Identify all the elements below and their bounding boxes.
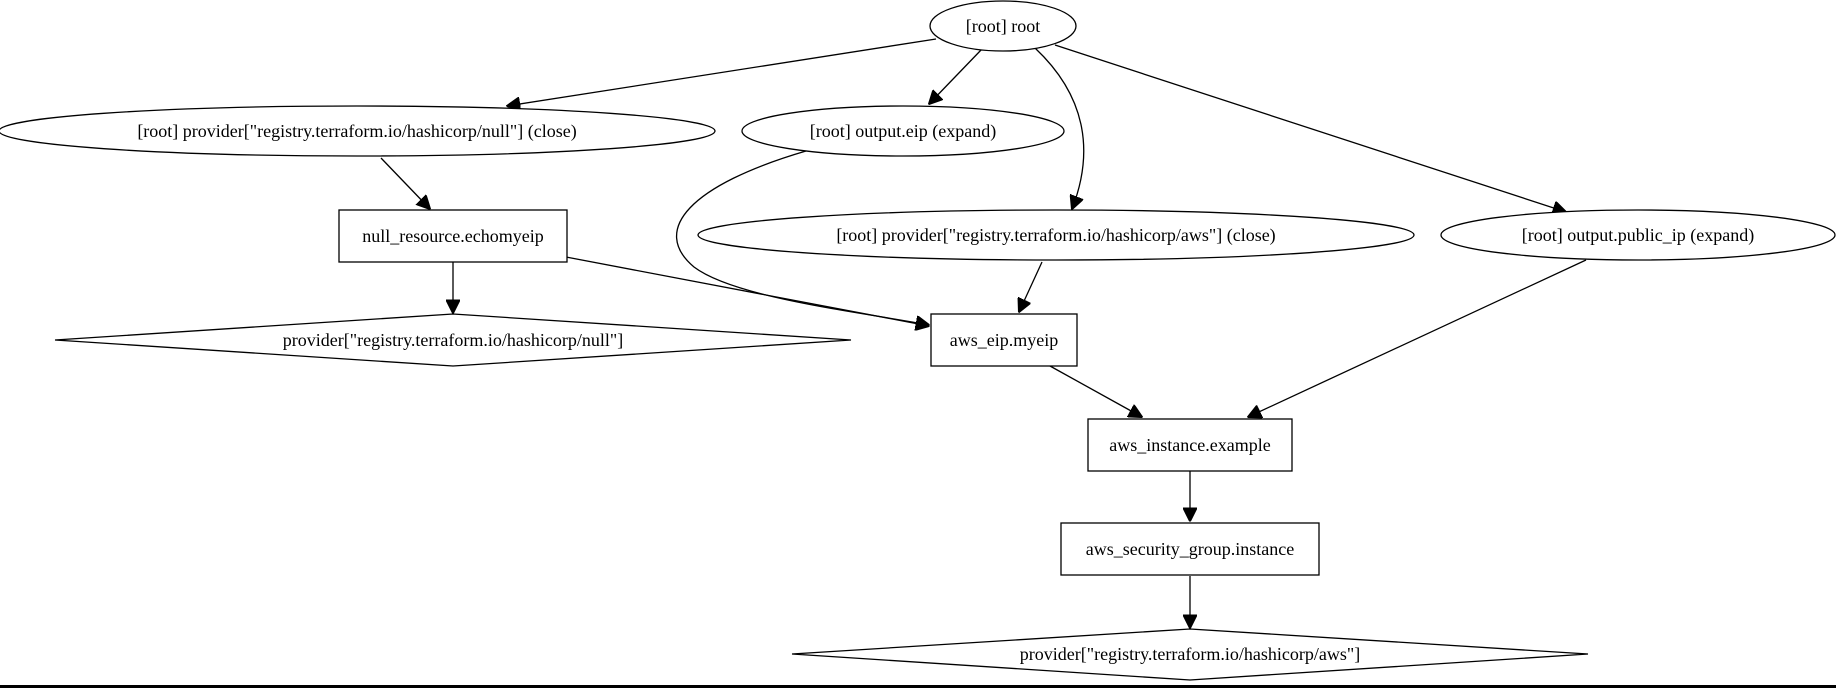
node-output-public-ip[interactable]: [root] output.public_ip (expand)	[1440, 209, 1836, 261]
node-null-resource[interactable]: null_resource.echomyeip	[338, 209, 568, 263]
node-provider-aws-close-shape	[697, 209, 1415, 261]
edge-provider-aws-close-to-aws-eip	[1019, 261, 1043, 312]
node-null-resource-label: null_resource.echomyeip	[362, 226, 543, 246]
node-aws-instance-label: aws_instance.example	[1109, 435, 1270, 455]
node-aws-eip[interactable]: aws_eip.myeip	[930, 313, 1078, 367]
edge-output-public-ip-to-aws-instance	[1248, 259, 1587, 417]
node-output-eip[interactable]: [root] output.eip (expand)	[741, 105, 1065, 157]
node-aws-instance[interactable]: aws_instance.example	[1087, 418, 1293, 472]
node-aws-instance-shape	[1087, 418, 1293, 472]
edge-aws-eip-to-aws-instance	[1049, 365, 1142, 417]
edge-null-resource-to-aws-eip	[565, 256, 929, 326]
node-provider-aws-label: provider["registry.terraform.io/hashicor…	[1020, 644, 1360, 664]
node-provider-null-close[interactable]: [root] provider["registry.terraform.io/h…	[0, 105, 716, 157]
edge-root-to-provider-aws-close	[1034, 47, 1085, 209]
node-aws-eip-shape	[930, 313, 1078, 367]
node-provider-aws-close[interactable]: [root] provider["registry.terraform.io/h…	[697, 209, 1415, 261]
edges	[380, 38, 1587, 628]
node-root-label: [root] root	[966, 16, 1040, 36]
node-aws-security-group-label: aws_security_group.instance	[1086, 539, 1294, 559]
edge-root-to-output-eip	[929, 48, 983, 104]
node-provider-null-close-label: [root] provider["registry.terraform.io/h…	[137, 121, 576, 142]
node-provider-aws-shape	[791, 628, 1589, 681]
node-aws-security-group[interactable]: aws_security_group.instance	[1060, 522, 1320, 576]
node-provider-aws[interactable]: provider["registry.terraform.io/hashicor…	[791, 628, 1589, 681]
node-provider-null-close-shape	[0, 105, 716, 157]
node-root-shape	[929, 0, 1077, 52]
node-output-eip-shape	[741, 105, 1065, 157]
node-output-public-ip-shape	[1440, 209, 1836, 261]
bottom-divider	[0, 685, 1836, 688]
node-root[interactable]: [root] root	[929, 0, 1077, 52]
node-provider-null-label: provider["registry.terraform.io/hashicor…	[283, 330, 623, 350]
node-aws-eip-label: aws_eip.myeip	[950, 330, 1058, 350]
node-provider-null[interactable]: provider["registry.terraform.io/hashicor…	[54, 313, 852, 367]
edge-root-to-output-public-ip	[1054, 44, 1566, 212]
node-output-public-ip-label: [root] output.public_ip (expand)	[1522, 225, 1754, 246]
node-provider-null-shape	[54, 313, 852, 367]
edge-provider-null-close-to-null-resource	[380, 157, 430, 209]
edge-root-to-provider-null-close	[507, 38, 937, 106]
node-output-eip-label: [root] output.eip (expand)	[810, 121, 996, 142]
node-aws-security-group-shape	[1060, 522, 1320, 576]
node-provider-aws-close-label: [root] provider["registry.terraform.io/h…	[836, 225, 1275, 246]
node-null-resource-shape	[338, 209, 568, 263]
